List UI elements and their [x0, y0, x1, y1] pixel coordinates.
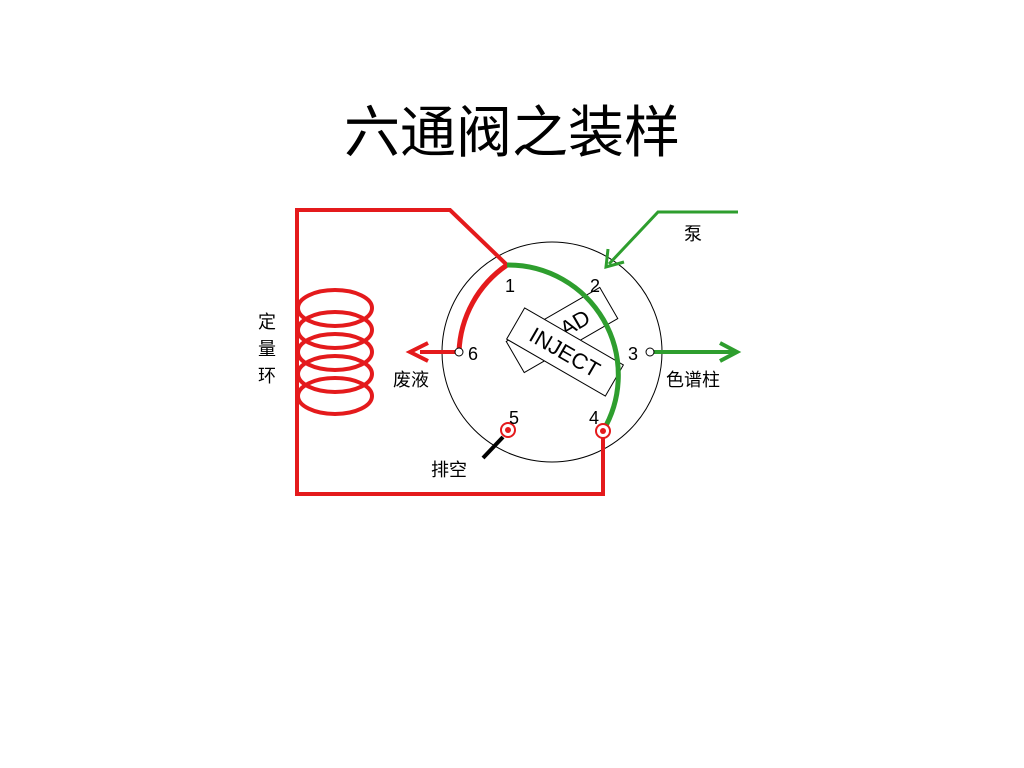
- sample-flow-arc: [456, 262, 509, 353]
- loop-label-char-1: 定: [258, 312, 276, 333]
- loop-label-char-3: 环: [258, 366, 276, 387]
- port-2-number: 2: [590, 276, 600, 296]
- port-4-marker: [595, 423, 611, 439]
- loop-label-char-2: 量: [258, 339, 276, 360]
- mobile-phase-flow-arc: [506, 262, 621, 433]
- port-4-number: 4: [589, 408, 599, 428]
- port-3-marker: [645, 347, 655, 357]
- vent-label: 排空: [431, 460, 467, 481]
- port-6-number: 6: [468, 344, 478, 364]
- port-6-marker: [454, 347, 464, 357]
- vent-line: [481, 435, 505, 460]
- pump-label: 泵: [684, 224, 702, 245]
- port-3-number: 3: [628, 344, 638, 364]
- port-5-marker: [500, 422, 516, 438]
- sample-loop-coil: [296, 288, 374, 416]
- pump-arrow-icon: [604, 248, 625, 270]
- slide-title: 六通阀之装样: [344, 101, 680, 166]
- waste-arrow-icon: [405, 341, 429, 363]
- pump-inlet-line: [607, 210, 738, 266]
- column-arrow-icon: [719, 341, 742, 363]
- port-1-number: 1: [505, 276, 515, 296]
- waste-label: 废液: [393, 370, 429, 391]
- port-5-number: 5: [509, 408, 519, 428]
- column-label: 色谱柱: [666, 370, 720, 391]
